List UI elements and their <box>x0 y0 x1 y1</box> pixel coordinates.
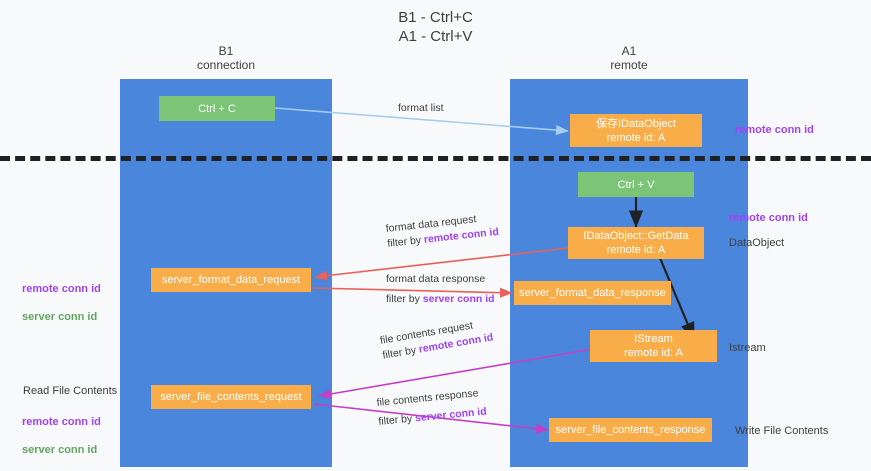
annotation-write-file-contents: Write File Contents <box>735 425 829 437</box>
edge-label-format-data-response-line2: filter by server conn id <box>386 292 495 307</box>
node-server-file-contents-request[interactable]: server_file_contents_request <box>151 385 311 409</box>
filter-prefix: filter by <box>386 233 425 250</box>
page-title: B1 - Ctrl+C A1 - Ctrl+V <box>398 9 473 45</box>
annotation-istream: Istream <box>729 342 766 354</box>
node-server-format-data-response[interactable]: server_format_data_response <box>514 281 671 305</box>
edge-label-format-data-response: format data response filter by server co… <box>386 272 495 307</box>
node-ctrl-v[interactable]: Ctrl + V <box>578 172 694 197</box>
node-save-idataobject[interactable]: 保存IDataObject remote id: A <box>570 114 702 147</box>
edge-label-format-data-response-line1: format data response <box>386 273 486 285</box>
annotation-remote-conn-id-mid: remote conn id <box>729 212 808 224</box>
annotation-remote-conn-id: remote conn id <box>22 416 101 428</box>
node-server-file-contents-response[interactable]: server_file_contents_response <box>549 418 712 442</box>
node-ctrl-c[interactable]: Ctrl + C <box>159 96 275 121</box>
edge-label-format-list: format list <box>398 102 444 114</box>
edge-label-format-data-request: format data request filter by remote con… <box>385 210 500 252</box>
filter-key-server-conn-id: server conn id <box>422 293 495 305</box>
node-istream[interactable]: IStream remote id: A <box>590 330 717 362</box>
annotation-dataobject: DataObject <box>729 237 785 249</box>
edge-label-file-contents-response: file contents response filter by server … <box>376 386 487 430</box>
filter-prefix: filter by <box>377 412 416 428</box>
section-divider <box>0 156 871 161</box>
annotation-server-conn-id: server conn id <box>22 444 98 456</box>
annotation-server-conn-id: server conn id <box>22 311 98 323</box>
annotation-remote-conn-id: remote conn id <box>22 283 101 295</box>
edge-label-file-contents-request: file contents request filter by remote c… <box>379 316 494 364</box>
column-header-b1: B1 connection <box>196 44 256 72</box>
filter-key-server-conn-id: server conn id <box>414 405 488 425</box>
annotation-conn-ids-mid: remote conn id server conn id <box>22 268 101 338</box>
annotation-conn-ids-bottom: remote conn id server conn id <box>22 401 101 471</box>
annotation-read-file-contents: Read File Contents <box>23 385 118 397</box>
filter-prefix: filter by <box>386 293 423 305</box>
column-header-a1: A1 remote <box>610 44 648 72</box>
node-server-format-data-request[interactable]: server_format_data_request <box>151 268 311 292</box>
node-idataobject-getdata[interactable]: IDataObject::GetData remote id: A <box>568 227 704 259</box>
annotation-remote-conn-id-top: remote conn id <box>735 124 814 136</box>
